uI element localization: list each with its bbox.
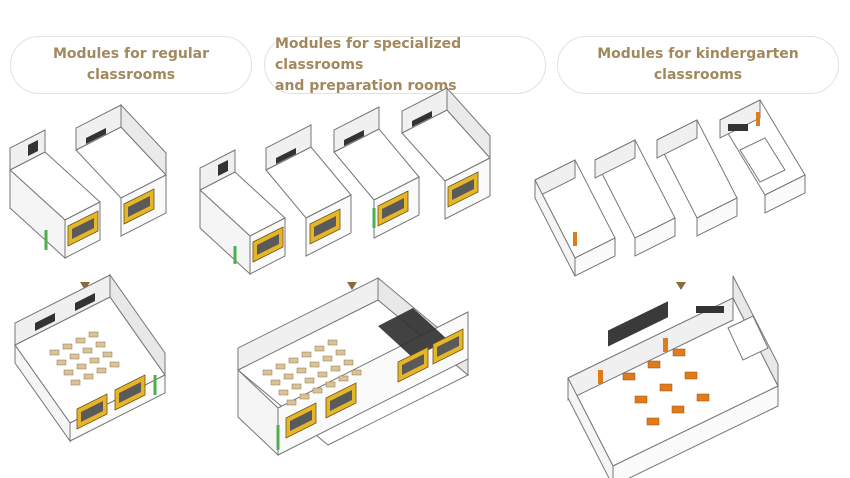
label-kindergarten-classrooms: Modules for kindergarten classrooms [557, 36, 839, 94]
specialized-module-1 [199, 149, 286, 276]
down-arrow-regular [80, 282, 90, 290]
kindergarten-module-1 [534, 159, 616, 277]
kindergarten-classroom-assembled [567, 275, 779, 478]
label-regular-classrooms: Modules for regular classrooms [10, 36, 252, 94]
label-specialized-classrooms: Modules for specialized classrooms and p… [264, 36, 546, 94]
regular-module-left [9, 129, 101, 260]
down-arrow-kindergarten [676, 282, 686, 290]
kindergarten-module-2 [594, 139, 676, 257]
down-arrow-specialized [347, 282, 357, 290]
regular-module-right [75, 103, 167, 237]
specialized-classroom-assembled [237, 276, 469, 457]
kindergarten-module-3 [656, 119, 738, 237]
specialized-module-4 [401, 86, 491, 220]
regular-classroom-assembled [14, 273, 166, 443]
kindergarten-module-4 [719, 99, 806, 214]
specialized-module-3 [333, 106, 420, 239]
specialized-module-2 [265, 124, 352, 257]
